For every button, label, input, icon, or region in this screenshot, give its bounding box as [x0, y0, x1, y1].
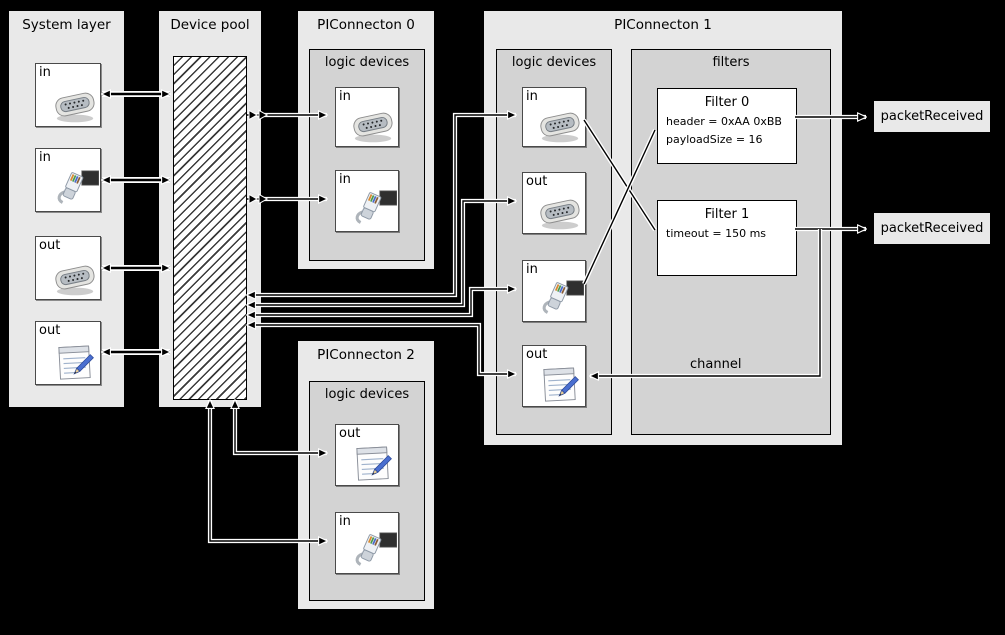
logic-devices-title: logic devices [511, 55, 597, 70]
device-label: out [526, 174, 548, 189]
ethernet-icon [355, 532, 397, 566]
device-label: in [339, 514, 351, 529]
pic1-device-out-serial: out [522, 172, 586, 234]
wire-pool-pic1-in-ethernet [247, 289, 516, 315]
ethernet-icon [542, 280, 584, 314]
notes-icon [58, 345, 94, 380]
device-label: in [339, 172, 351, 187]
piconnecton-2-panel: PIConnecton 2 logic devices out in [297, 340, 435, 610]
device-pool-panel: Device pool [158, 10, 262, 408]
device-label: in [339, 89, 351, 104]
piconnecton-0-panel: PIConnecton 0 logic devices in in [297, 10, 435, 270]
device-label: out [39, 323, 61, 338]
logic-devices-title: logic devices [324, 387, 410, 402]
filter-0-payload-param: payloadSize = 16 [666, 133, 763, 146]
device-label: in [526, 89, 538, 104]
device-label: out [339, 426, 361, 441]
system-layer-title: System layer [22, 17, 111, 33]
pic2-device-in-ethernet: in [335, 512, 399, 574]
piconnecton-1-title: PIConnecton 1 [614, 17, 712, 33]
pic2-device-out-notes: out [335, 424, 399, 486]
device-label: in [39, 65, 51, 80]
pic1-device-in-ethernet: in [522, 260, 586, 322]
system-layer-panel: System layer in in out out [8, 10, 125, 408]
pic0-device-in-serial: in [335, 87, 399, 147]
filter-0-header-param: header = 0xAA 0xBB [666, 115, 782, 128]
filter-0-box: Filter 0 header = 0xAA 0xBB payloadSize … [657, 88, 797, 164]
pic1-device-out-notes: out [522, 345, 586, 407]
piconnecton-1-filters: filters Filter 0 header = 0xAA 0xBB payl… [631, 49, 831, 435]
serial-port-icon [538, 198, 582, 230]
filter-1-box: Filter 1 timeout = 150 ms [657, 200, 797, 276]
device-label: out [39, 238, 61, 253]
system-device-out-serial: out [35, 236, 101, 300]
ethernet-icon [355, 190, 397, 224]
system-device-out-notes: out [35, 321, 101, 385]
piconnecton-2-title: PIConnecton 2 [317, 347, 415, 363]
piconnecton-1-panel: PIConnecton 1 logic devices in out in ou… [483, 10, 843, 446]
device-pool-title: Device pool [170, 17, 250, 33]
serial-port-icon [351, 111, 395, 143]
serial-port-icon [53, 91, 97, 123]
packet-received-event-1: packetReceived [873, 212, 991, 245]
filter-1-timeout-param: timeout = 150 ms [666, 227, 767, 240]
device-label: in [39, 150, 51, 165]
serial-port-icon [53, 264, 97, 296]
piconnecton-1-logic-devices: logic devices in out in out [496, 49, 612, 435]
pic1-device-in-serial: in [522, 87, 586, 147]
pic0-device-in-ethernet: in [335, 170, 399, 232]
filter-0-title: Filter 0 [704, 95, 750, 110]
filters-title: filters [712, 55, 750, 70]
notes-icon [543, 367, 579, 402]
system-device-in-serial: in [35, 63, 101, 127]
filter-1-title: Filter 1 [704, 207, 750, 222]
piconnecton-0-title: PIConnecton 0 [317, 17, 415, 33]
serial-port-icon [538, 111, 582, 143]
notes-icon [356, 446, 392, 481]
channel-label: channel [690, 357, 742, 372]
piconnecton-0-logic-devices: logic devices in in [309, 49, 425, 261]
device-pool-hatch-area [173, 56, 247, 400]
device-label: out [526, 347, 548, 362]
piconnecton-2-logic-devices: logic devices out in [309, 381, 425, 601]
device-label: in [526, 262, 538, 277]
system-device-in-ethernet: in [35, 148, 101, 212]
ethernet-icon [57, 170, 99, 204]
packet-received-event-0: packetReceived [873, 100, 991, 133]
logic-devices-title: logic devices [324, 55, 410, 70]
event-label: packetReceived [880, 109, 984, 124]
event-label: packetReceived [880, 221, 984, 236]
